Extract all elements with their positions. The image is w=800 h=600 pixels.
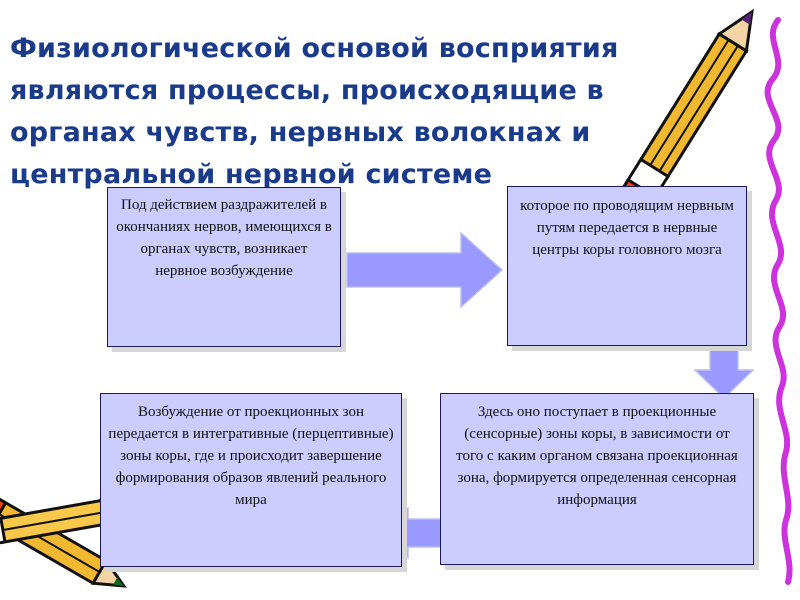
step-text-2: которое по проводящим нервным путям пере…	[516, 195, 738, 261]
step-box-1: Под действием раздражителей в окончаниях…	[107, 187, 341, 347]
step-text-3: Здесь оно поступает в проекционные (сенс…	[449, 401, 745, 511]
step-box-3: Здесь оно поступает в проекционные (сенс…	[440, 393, 754, 565]
step-text-1: Под действием раздражителей в окончаниях…	[116, 194, 332, 282]
step-box-2: которое по проводящим нервным путям пере…	[507, 186, 747, 346]
ribbon-icon	[768, 20, 790, 582]
arrow-right-icon	[347, 233, 502, 307]
step-text-4: Возбуждение от проекционных зон передает…	[107, 401, 395, 511]
step-box-4: Возбуждение от проекционных зон передает…	[100, 393, 402, 567]
arrow-down-icon	[695, 340, 753, 398]
pencil-icon	[619, 3, 766, 212]
